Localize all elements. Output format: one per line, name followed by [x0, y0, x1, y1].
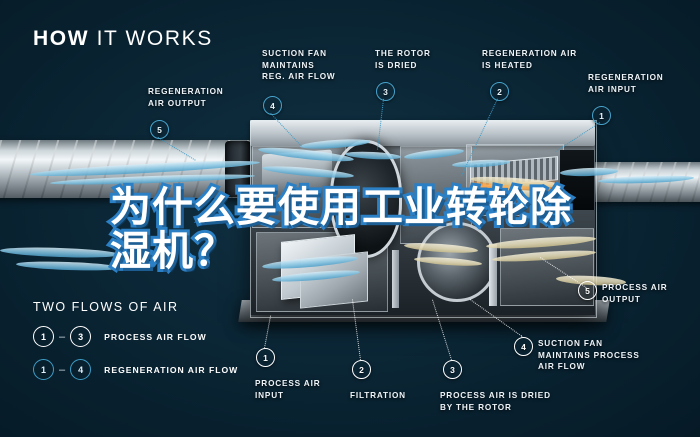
- duct-rib: [677, 162, 691, 202]
- legend-dash: –: [59, 363, 66, 376]
- marker-5-process-output[interactable]: 5: [578, 281, 597, 300]
- callout-rotor-dried: THE ROTOR IS DRIED: [375, 49, 431, 70]
- callout-process-air-output: PROCESS AIR OUTPUT: [602, 283, 668, 304]
- duct-rib: [21, 140, 41, 198]
- callout-regeneration-air-output: REGENERATION AIR OUTPUT: [148, 87, 224, 108]
- airflow-arrow: [15, 260, 121, 272]
- duct-rib: [40, 140, 60, 198]
- legend-row: 1–3 PROCESS AIR FLOW: [33, 326, 238, 347]
- heater-glow: [470, 182, 558, 191]
- title-light: IT WORKS: [96, 27, 213, 50]
- marker-4-suction-fan-reg[interactable]: 4: [263, 96, 282, 115]
- marker-3-rotor-dried[interactable]: 3: [376, 82, 395, 101]
- callout-process-air-input: PROCESS AIR INPUT: [255, 379, 321, 400]
- duct-rib: [0, 140, 3, 198]
- callout-filtration: FILTRATION: [350, 391, 406, 400]
- duct-rib: [2, 140, 22, 198]
- legend-label: REGENERATION AIR FLOW: [104, 364, 239, 375]
- airflow-arrow: [0, 245, 121, 260]
- marker-1-regen-input[interactable]: 1: [592, 106, 611, 125]
- left-duct-endcap: [225, 141, 251, 197]
- cabinet-top: [250, 120, 595, 146]
- title-bold: HOW: [33, 27, 90, 50]
- callout-regeneration-input: REGENERATION AIR INPUT: [588, 73, 664, 94]
- support-post-right: [489, 244, 497, 306]
- legend-label: PROCESS AIR FLOW: [104, 331, 207, 342]
- chinese-headline-overlay: 为什么要使用工业转轮除 湿机？: [107, 182, 610, 276]
- legend-heading: TWO FLOWS OF AIR: [33, 300, 179, 314]
- callout-suction-fan-reg: SUCTION FAN MAINTAINS REG. AIR FLOW: [262, 49, 336, 82]
- marker-4-suction-fan-process[interactable]: 4: [514, 337, 533, 356]
- legend-circle-to[interactable]: 3: [70, 326, 92, 347]
- marker-2-filtration[interactable]: 2: [352, 360, 371, 379]
- legend-circle-to[interactable]: 4: [70, 359, 92, 380]
- marker-1-process-input[interactable]: 1: [256, 348, 275, 367]
- legend-dash: –: [59, 330, 66, 343]
- callout-process-dried: PROCESS AIR IS DRIED BY THE ROTOR: [440, 391, 551, 412]
- legend-row: 1–4 REGENERATION AIR FLOW: [33, 359, 238, 380]
- page-title: HOW IT WORKS: [33, 27, 213, 51]
- support-post-left: [392, 250, 399, 308]
- marker-3-process-dried[interactable]: 3: [443, 360, 462, 379]
- headline-line-1: 为什么要使用工业转轮除: [107, 182, 574, 232]
- dark-cavity: [560, 150, 594, 210]
- callout-regeneration-heated: REGENERATION AIR IS HEATED: [482, 49, 578, 70]
- legend-circle-from[interactable]: 1: [33, 359, 54, 380]
- marker-5-regen-output[interactable]: 5: [150, 120, 169, 139]
- headline-line-2: 湿机？: [107, 226, 238, 276]
- marker-2-regen-heated[interactable]: 2: [490, 82, 509, 101]
- duct-rib: [691, 162, 700, 202]
- legend-circle-from[interactable]: 1: [33, 326, 54, 347]
- callout-suction-fan-process: SUCTION FAN MAINTAINS PROCESS AIR FLOW: [538, 339, 640, 372]
